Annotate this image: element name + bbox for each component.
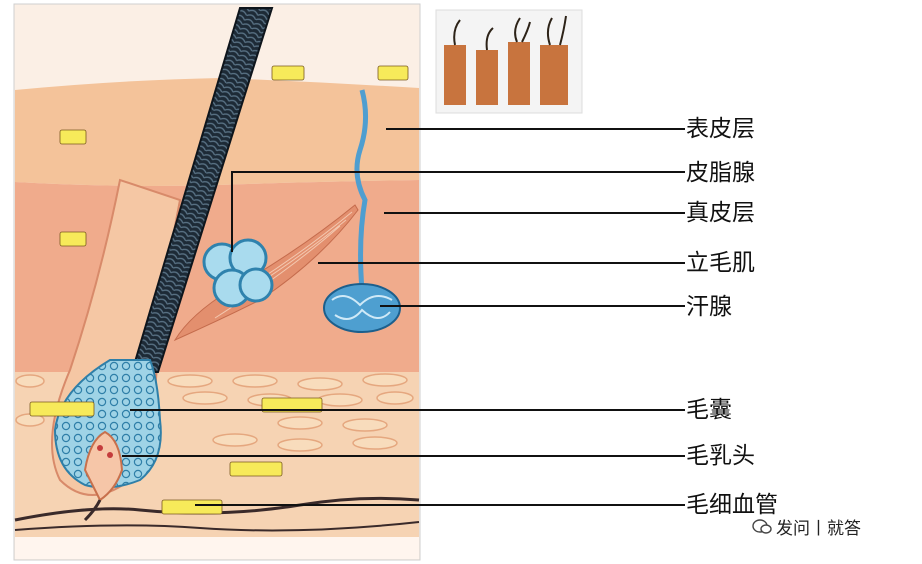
sweat-duct [354,89,368,291]
label-hair-follicle: 毛囊 [686,397,732,423]
leader-lines [122,128,685,506]
dermal-papilla [83,430,124,502]
korean-tags [29,65,409,515]
sweat-gland [323,283,401,333]
hair-shaft [130,7,274,373]
watermark: 发问丨就答 [752,514,861,539]
label-epidermis: 表皮层 [686,116,755,142]
label-sweat-gland: 汗腺 [686,294,732,320]
watermark-text: 发问丨就答 [776,519,861,539]
wechat-bubble-icon [752,518,772,534]
fat-cells [15,373,414,452]
label-dermal-papilla: 毛乳头 [686,443,755,469]
hair-stages-inset [435,9,583,114]
sebaceous-gland [202,238,274,308]
label-arrector-pili: 立毛肌 [686,250,755,276]
label-dermis: 真皮层 [686,200,755,226]
label-capillary: 毛细血管 [686,492,778,518]
label-sebaceous-gland: 皮脂腺 [686,160,755,186]
